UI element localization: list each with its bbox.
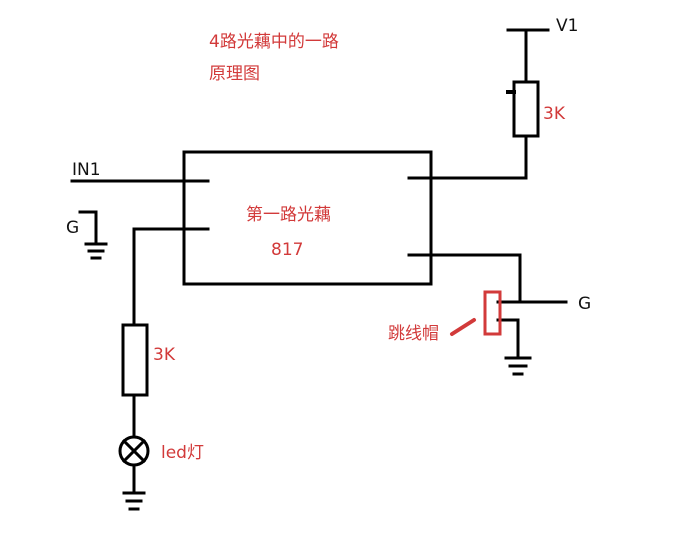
g-left-label: G	[66, 218, 80, 238]
jumper-pointer	[450, 318, 476, 336]
resistor-bottom	[121, 323, 149, 397]
optocoupler-name: 第一路光藕	[246, 205, 331, 225]
resistor-bottom-value: 3K	[153, 345, 175, 365]
resistor-top	[512, 80, 540, 138]
jumper-label: 跳线帽	[388, 324, 439, 344]
optocoupler-part: 817	[271, 240, 304, 260]
title-line2: 原理图	[209, 64, 260, 84]
v1-label: V1	[556, 16, 579, 36]
optocoupler-box	[182, 150, 433, 286]
led-lamp-cross-b	[121, 438, 147, 464]
in1-label: IN1	[72, 160, 101, 180]
title-line1: 4路光藕中的一路	[209, 32, 339, 52]
g-right-label: G	[578, 294, 592, 314]
resistor-top-value: 3K	[543, 104, 565, 124]
led-label: led灯	[161, 443, 204, 463]
jumper-cap	[483, 290, 502, 336]
